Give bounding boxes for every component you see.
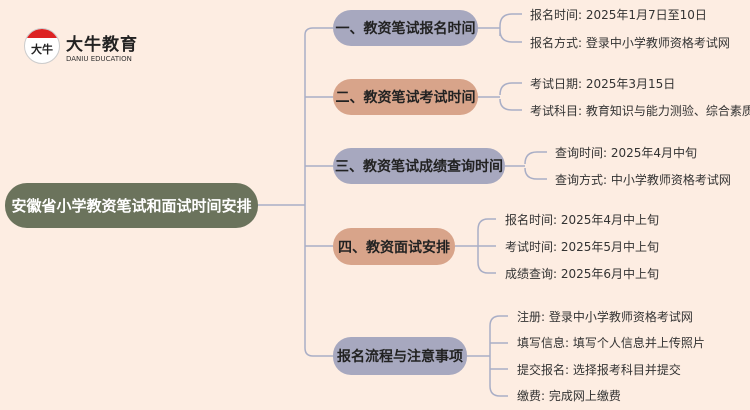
- leaf-item: 填写信息: 填写个人信息并上传照片: [517, 336, 705, 350]
- branch-node-4[interactable]: 四、教资面试安排: [333, 228, 455, 265]
- branch-node-3[interactable]: 三、教资笔试成绩查询时间: [333, 148, 505, 184]
- leaf-item: 考试日期: 2025年3月15日: [530, 77, 676, 91]
- leaf-item: 成绩查询: 2025年6月中上旬: [505, 267, 660, 281]
- branch-node-5[interactable]: 报名流程与注意事项: [333, 337, 467, 375]
- leaf-item: 报名方式: 登录中小学教师资格考试网: [530, 36, 730, 50]
- leaf-item: 考试时间: 2025年5月中上旬: [505, 240, 660, 254]
- leaf-item: 查询时间: 2025年4月中旬: [555, 146, 698, 160]
- leaf-item: 考试科目: 教育知识与能力测验、综合素质: [530, 104, 750, 118]
- logo: 大牛 大牛教育 DANIU EDUCATION: [24, 28, 138, 64]
- root-node[interactable]: 安徽省小学教资笔试和面试时间安排: [5, 183, 258, 228]
- leaf-item: 查询方式: 中小学教师资格考试网: [555, 173, 731, 187]
- leaf-item: 报名时间: 2025年1月7日至10日: [530, 8, 707, 22]
- leaf-item: 提交报名: 选择报考科目并提交: [517, 363, 681, 377]
- branch-node-2[interactable]: 二、教资笔试考试时间: [333, 79, 478, 115]
- branch-node-1[interactable]: 一、教资笔试报名时间: [333, 10, 478, 46]
- leaf-item: 报名时间: 2025年4月中上旬: [505, 213, 660, 227]
- logo-subtitle: DANIU EDUCATION: [66, 54, 132, 63]
- logo-mark-icon: 大牛: [24, 28, 60, 64]
- leaf-item: 缴费: 完成网上缴费: [517, 389, 621, 403]
- leaf-item: 注册: 登录中小学教师资格考试网: [517, 310, 693, 324]
- logo-name: 大牛教育: [66, 34, 138, 55]
